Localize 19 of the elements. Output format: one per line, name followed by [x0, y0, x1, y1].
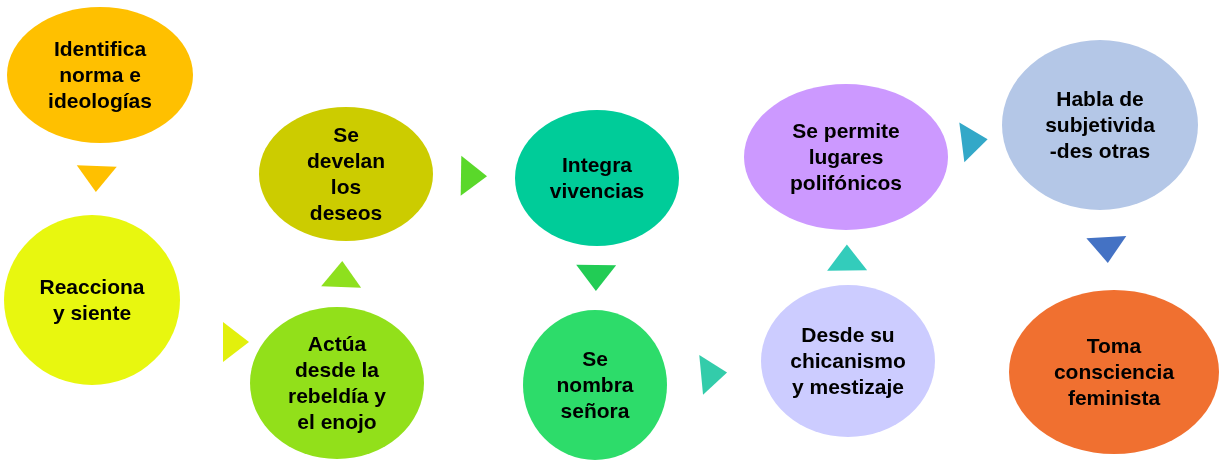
triangle-arrow [959, 122, 988, 163]
triangle-arrow [460, 155, 487, 196]
triangle-arrow [576, 264, 617, 291]
node-label: Identifica norma e ideologías [47, 35, 153, 115]
node-label: Se nombra señora [555, 345, 635, 425]
node-label: Se permite lugares polifónicos [789, 117, 903, 197]
triangle-arrow [699, 355, 728, 395]
node-label: Desde su chicanismo y mestizaje [789, 321, 907, 401]
node-label: Integra vivencias [548, 151, 646, 204]
triangle-arrow [223, 322, 249, 362]
node-label: Actúa desde la rebeldía y el enojo [286, 330, 388, 436]
node-label: Se develan los deseos [306, 121, 386, 227]
triangle-arrow [76, 165, 117, 192]
node-label: Reacciona y siente [38, 273, 146, 326]
triangle-arrow [1086, 235, 1127, 263]
node-label: Habla de subjetivida -des otras [1044, 85, 1156, 165]
triangle-arrow [827, 244, 868, 271]
node-label: Toma consciencia feminista [1052, 332, 1176, 412]
triangle-arrow [321, 261, 362, 288]
